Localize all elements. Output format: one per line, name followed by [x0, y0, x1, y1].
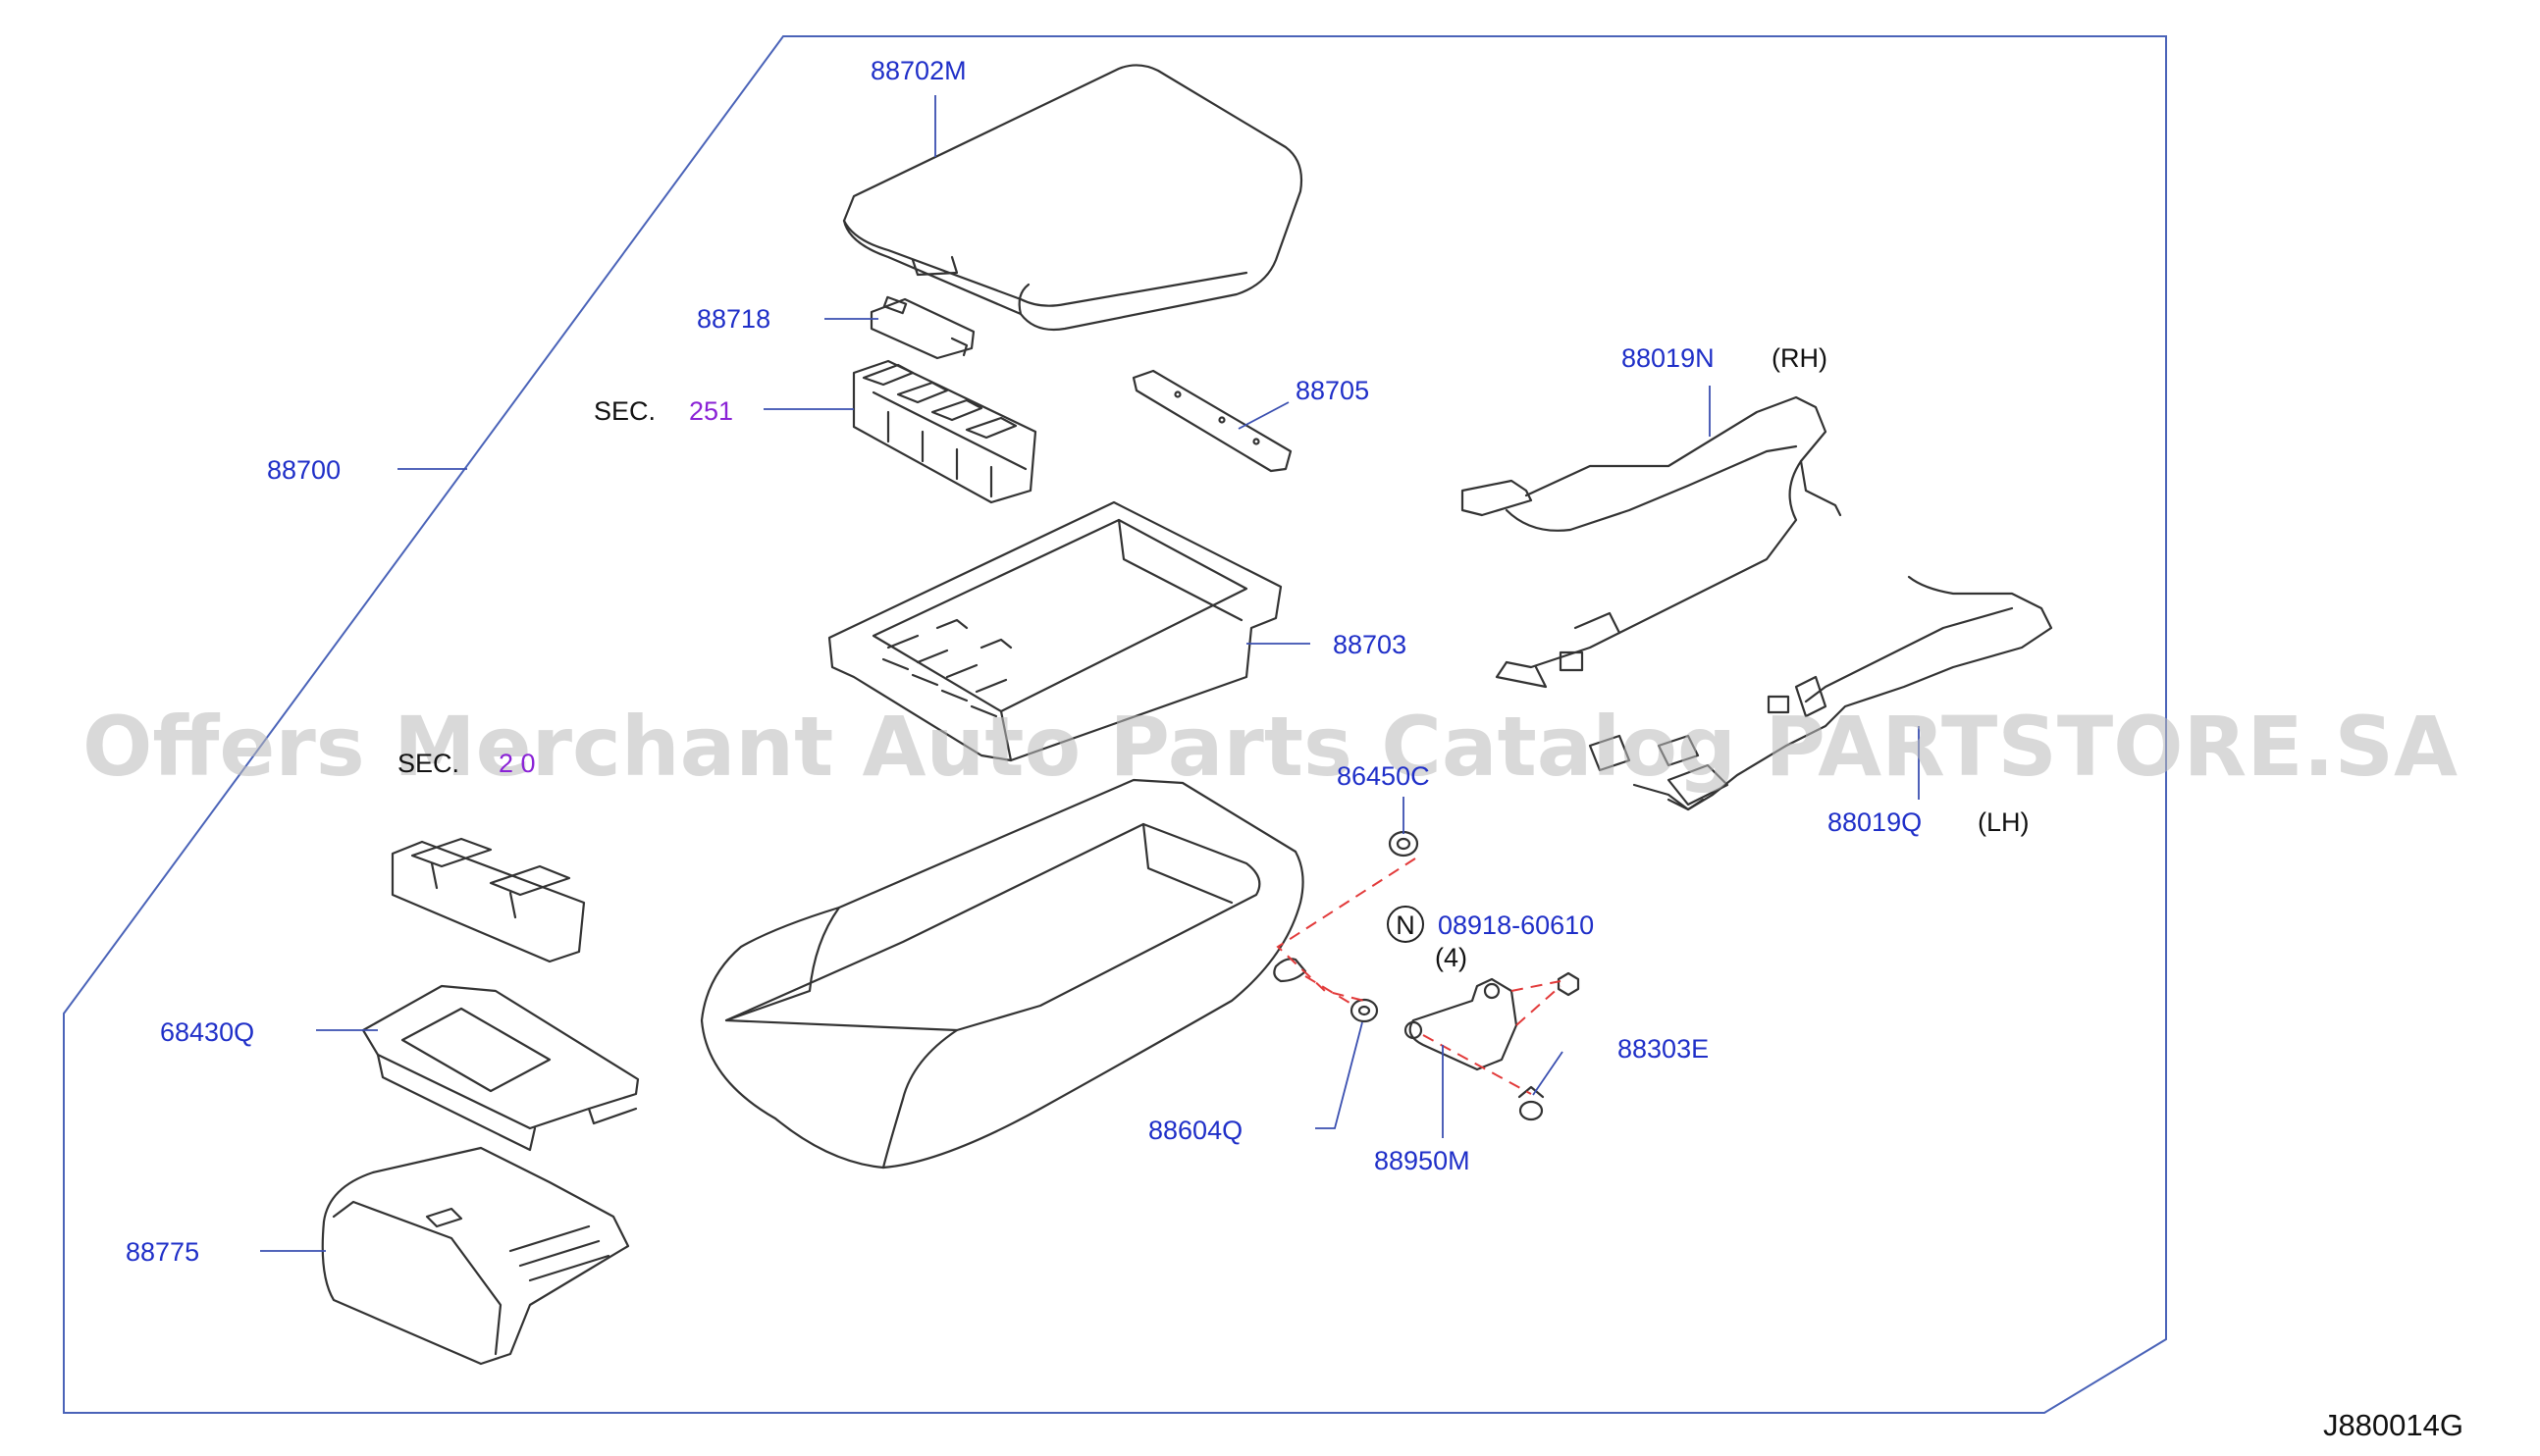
label-08918-60610[interactable]: 08918-60610: [1438, 910, 1594, 940]
label-86450C[interactable]: 86450C: [1337, 761, 1430, 791]
part-88775-bin[interactable]: [321, 1146, 630, 1366]
nut-symbol-letter: N: [1396, 910, 1415, 940]
label-88703[interactable]: 88703: [1333, 630, 1406, 659]
part-88700-console-box[interactable]: [700, 778, 1307, 1170]
dashed-link-upper: [1276, 858, 1416, 1002]
label-88705[interactable]: 88705: [1296, 376, 1369, 405]
label-68430Q[interactable]: 68430Q: [160, 1017, 254, 1047]
part-68430Q-bracket[interactable]: [361, 984, 640, 1152]
part-88718-latch[interactable]: [870, 295, 976, 360]
label-88700[interactable]: 88700: [267, 455, 341, 485]
part-88019N-harness-rh[interactable]: [1460, 395, 1842, 689]
leader-lines: [260, 95, 1920, 1252]
part-88303E-bolt[interactable]: [1517, 1085, 1545, 1121]
label-88775[interactable]: 88775: [126, 1237, 199, 1267]
assembly-frame: [63, 35, 2167, 1414]
part-88950M-bracket[interactable]: [1403, 977, 1518, 1071]
label-88303E[interactable]: 88303E: [1617, 1034, 1709, 1064]
part-88604Q-washer[interactable]: [1349, 998, 1379, 1023]
label-sec251-number[interactable]: 251: [689, 396, 733, 426]
part-88019Q-harness-lh[interactable]: [1588, 575, 2053, 811]
label-88950M[interactable]: 88950M: [1374, 1146, 1470, 1175]
part-sec251-switches[interactable]: [852, 359, 1037, 504]
part-sec-switch-panel[interactable]: [391, 837, 586, 963]
part-88705-plate[interactable]: [1132, 369, 1293, 473]
label-lh: (LH): [1978, 807, 2030, 837]
part-88703-tray[interactable]: [827, 500, 1283, 762]
label-sec-switch-prefix: SEC.: [397, 749, 459, 778]
label-qty-4: (4): [1435, 943, 1467, 972]
label-88019N[interactable]: 88019N: [1621, 343, 1715, 373]
part-88702M-lid[interactable]: [842, 64, 1303, 332]
part-86450C-grommet[interactable]: [1388, 830, 1419, 858]
nut-symbol-icon: [1387, 906, 1424, 943]
label-88702M[interactable]: 88702M: [871, 56, 967, 85]
label-rh: (RH): [1772, 343, 1827, 373]
label-sec251-prefix: SEC.: [594, 396, 656, 426]
label-88604Q[interactable]: 88604Q: [1148, 1116, 1243, 1145]
label-88718[interactable]: 88718: [697, 304, 770, 334]
watermark: Offers Merchant Auto Parts Catalog PARTS…: [82, 699, 2458, 795]
dashed-link-lower: [1304, 975, 1561, 1095]
label-sec-switch-number[interactable]: 2 0: [499, 749, 536, 778]
figure-code: J880014G: [2323, 1408, 2463, 1442]
part-08918-nut[interactable]: [1557, 971, 1580, 997]
label-88019Q[interactable]: 88019Q: [1827, 807, 1922, 837]
